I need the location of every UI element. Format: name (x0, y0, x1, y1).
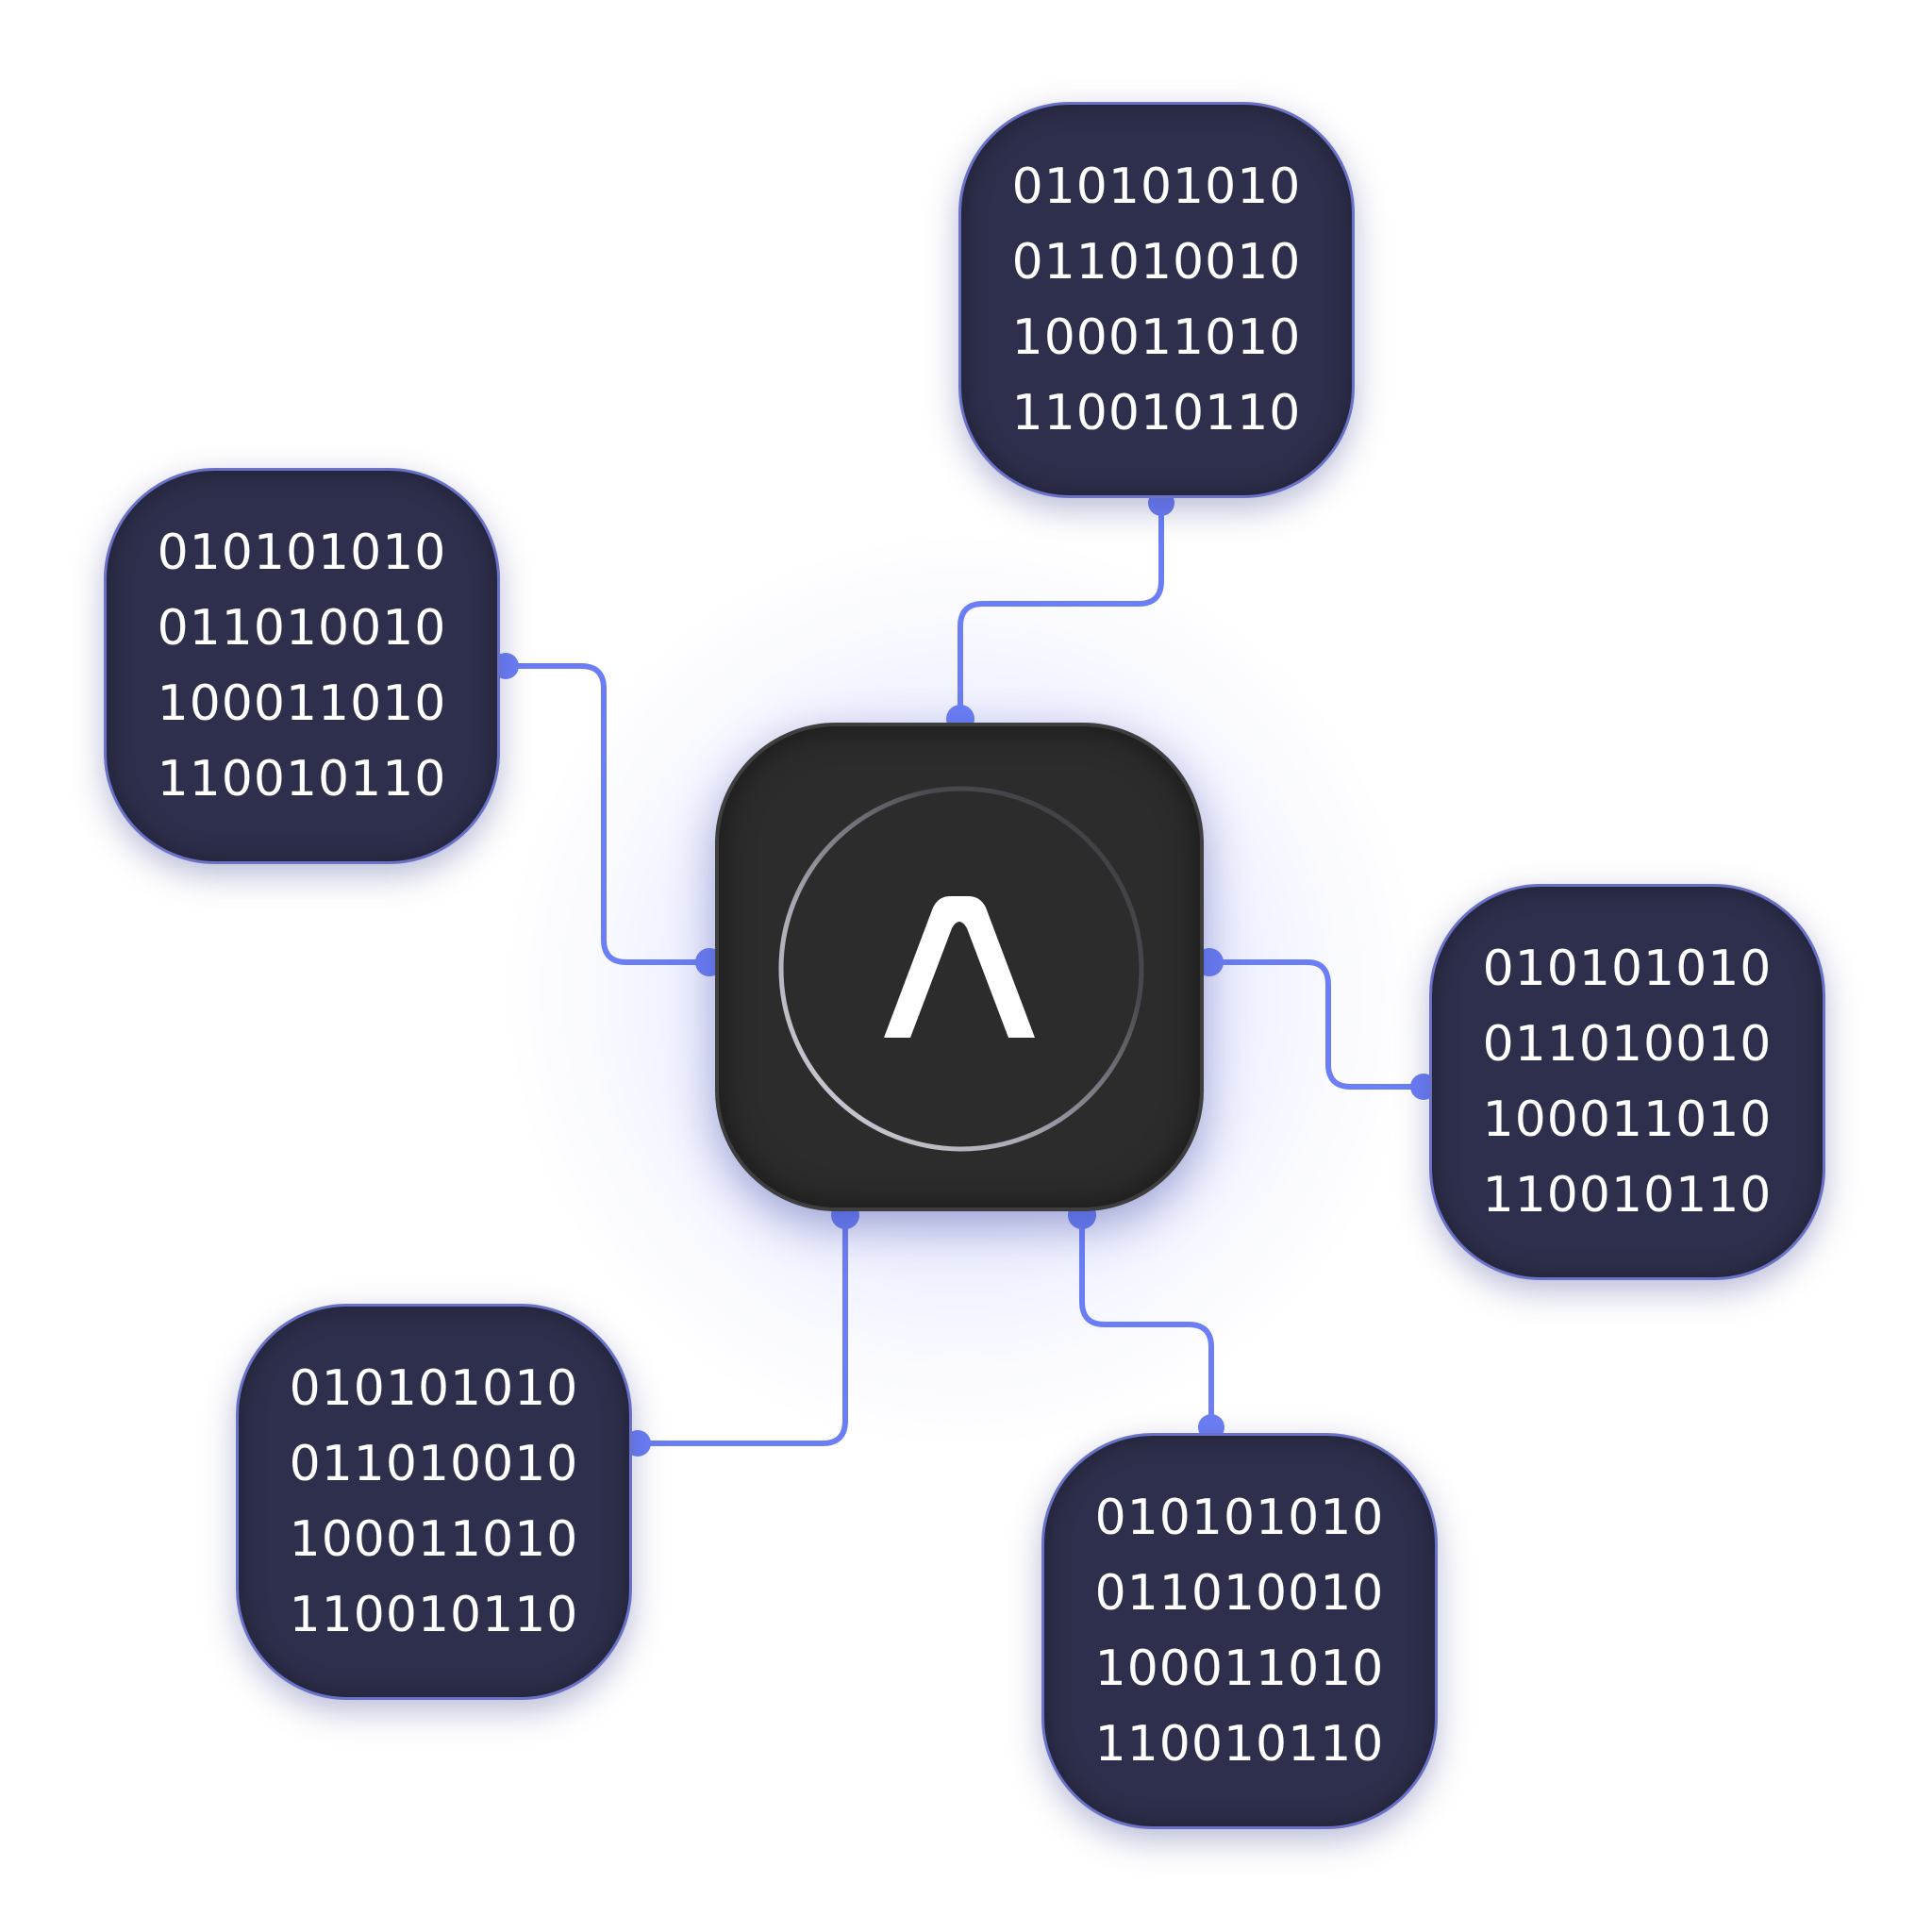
binary-line: 010101010 (289, 1360, 579, 1417)
wire-left (503, 663, 710, 965)
binary-line: 011010010 (1011, 234, 1302, 291)
binary-line: 100011010 (289, 1511, 579, 1568)
binary-line: 100011010 (1482, 1091, 1773, 1148)
binary-card-bottom-left: 010101010 011010010 100011010 110010110 (236, 1304, 632, 1700)
binary-card-bottom-right: 010101010 011010010 100011010 110010110 (1041, 1433, 1438, 1829)
binary-line: 010101010 (1482, 941, 1773, 997)
binary-line: 110010110 (1482, 1167, 1773, 1224)
wire-top (958, 503, 1164, 722)
binary-line: 100011010 (1011, 309, 1302, 366)
binary-line: 011010010 (289, 1436, 579, 1492)
wire-bottom-left (635, 1212, 848, 1446)
binary-card-top: 010101010 011010010 100011010 110010110 (958, 102, 1355, 498)
binary-card-left: 010101010 011010010 100011010 110010110 (104, 468, 500, 864)
binary-line: 010101010 (157, 525, 447, 581)
hub-ring (778, 786, 1144, 1152)
binary-line: 010101010 (1011, 158, 1302, 215)
binary-line: 110010110 (289, 1587, 579, 1643)
binary-line: 110010110 (1094, 1716, 1385, 1773)
central-hub (715, 723, 1204, 1211)
wire-right (1207, 959, 1425, 1090)
binary-line: 011010010 (1482, 1016, 1773, 1073)
binary-line: 100011010 (157, 675, 447, 732)
binary-line: 110010110 (1011, 385, 1302, 441)
binary-line: 110010110 (157, 751, 447, 808)
binary-line: 011010010 (157, 600, 447, 657)
binary-line: 010101010 (1094, 1490, 1385, 1546)
binary-card-right: 010101010 011010010 100011010 110010110 (1429, 884, 1825, 1280)
binary-line: 011010010 (1094, 1565, 1385, 1622)
binary-line: 100011010 (1094, 1641, 1385, 1697)
wire-bottom-right (1079, 1212, 1214, 1427)
lambda-caret-icon (884, 896, 1035, 1038)
